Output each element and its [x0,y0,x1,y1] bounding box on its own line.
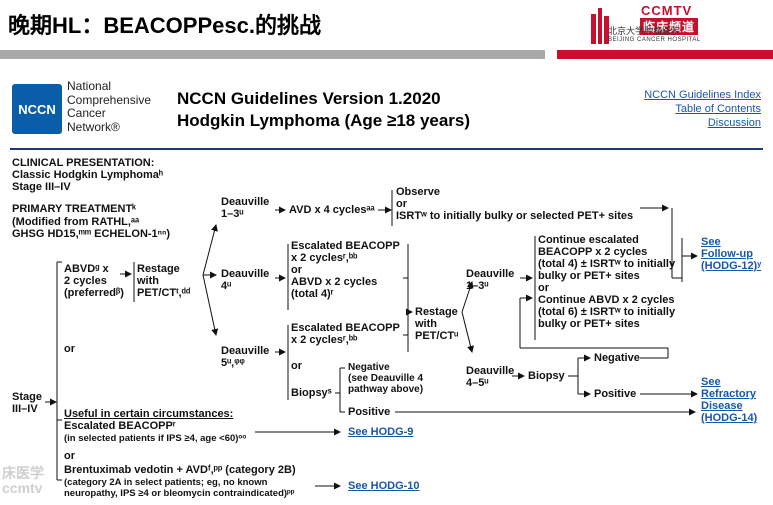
restage-pet-1: Restage with PET/CTᵗ,ᵈᵈ [137,263,191,299]
brand-ccmtv: CCMTV [641,3,693,18]
hospital-logo-icon [591,8,609,44]
biopsy-2: Biopsy [528,370,565,382]
restage-pet-2: Restage with PET/CTᵘ [415,306,459,342]
deauville-1-3: Deauville 1–3ᵘ [221,196,270,220]
deauville-5: Deauville 5ᵘ,ᵠᵠ [221,345,270,369]
biopsy-negative-2: Negative [594,352,640,364]
nccn-logo: NCCN [12,84,62,134]
useful-circumstances-label: Useful in certain circumstances: [64,408,234,420]
link-guidelines-index[interactable]: NCCN Guidelines Index [644,89,761,101]
brand-channel: 临床频道 [640,18,699,35]
escalated-beacopp-note: (in selected patients if IPS ≥4, age <60… [64,433,247,444]
deauville-4-5-interim: Deauville 4–5ᵘ [466,365,515,389]
or-label-1: or [64,343,75,355]
deauville-4: Deauville 4ᵘ [221,268,270,292]
link-refractory-disease[interactable]: See Refractory Disease (HODG-14) [701,376,758,424]
guideline-title: NCCN Guidelines Version 1.2020 Hodgkin L… [177,89,471,130]
avd-4-cycles: AVD x 4 cyclesᵃᵃ [289,204,375,216]
title-underline-red [557,50,773,59]
biopsy-1: Biopsyˢ [291,387,332,399]
header-rule [10,148,763,150]
link-table-of-contents[interactable]: Table of Contents [675,103,761,115]
escalated-beacopp-b: Escalated BEACOPP x 2 cyclesʳ,ᵇᵇ [291,322,400,346]
escalated-beacopp-a: Escalated BEACOPP x 2 cyclesʳ,ᵇᵇ or ABVD… [291,240,400,300]
watermark-line-1: 床医学 [2,465,44,481]
observe-or-isrt: Observe or ISRTʷ to initially bulky or s… [396,186,634,222]
primary-treatment-label: PRIMARY TREATMENTᵏ [12,203,137,215]
clinical-presentation-value: Classic Hodgkin Lymphomaʰ Stage III–IV [12,169,163,193]
brentuximab-avd: Brentuximab vedotin + AVDᶠ,ᵖᵖ (category … [64,464,296,476]
biopsy-positive-2: Positive [594,388,637,400]
biopsy-positive-1: Positive [348,406,391,418]
brand-hospital-en: BEIJING CANCER HOSPITAL [608,37,701,43]
guideline-links: NCCN Guidelines Index Table of Contents … [644,88,761,130]
continue-treatment: Continue escalated BEACOPP x 2 cycles (t… [538,234,676,330]
nccn-org-name: National Comprehensive Cancer Network® [67,79,152,134]
or-label-2: or [291,360,302,372]
primary-treatment-note: (Modified from RATHL,ᵃᵃ GHSG HD15,ᵐᵐ ECH… [12,216,171,240]
slide-title: 晚期HL：BEACOPPesc.的挑战 [8,13,321,38]
biopsy-negative-1: Negative (see Deauville 4 pathway above) [348,362,424,395]
brentuximab-note: (category 2A in select patients; eg, no … [64,477,295,499]
or-label-3: or [64,450,75,462]
brand-hospital-cn: 北京大学肿瘤医院 [608,26,681,36]
title-underline-gray [0,50,545,59]
link-hodg-10[interactable]: See HODG-10 [348,480,420,492]
link-hodg-9[interactable]: See HODG-9 [348,426,414,438]
stage-label: Stage III–IV [12,391,42,415]
link-follow-up[interactable]: See Follow-up (HODG-12)ʸ [701,236,762,272]
watermark-line-2: ccmtv [2,480,43,496]
clinical-presentation-label: CLINICAL PRESENTATION: [12,157,155,169]
deauville-1-3-interim: Deauville 1–3ᵘ [466,268,515,292]
escalated-beacopp-c: Escalated BEACOPPʳ [64,420,176,432]
abvd-box: ABVDᵍ x 2 cycles (preferredᵝ) [64,263,124,299]
link-discussion[interactable]: Discussion [707,117,761,129]
